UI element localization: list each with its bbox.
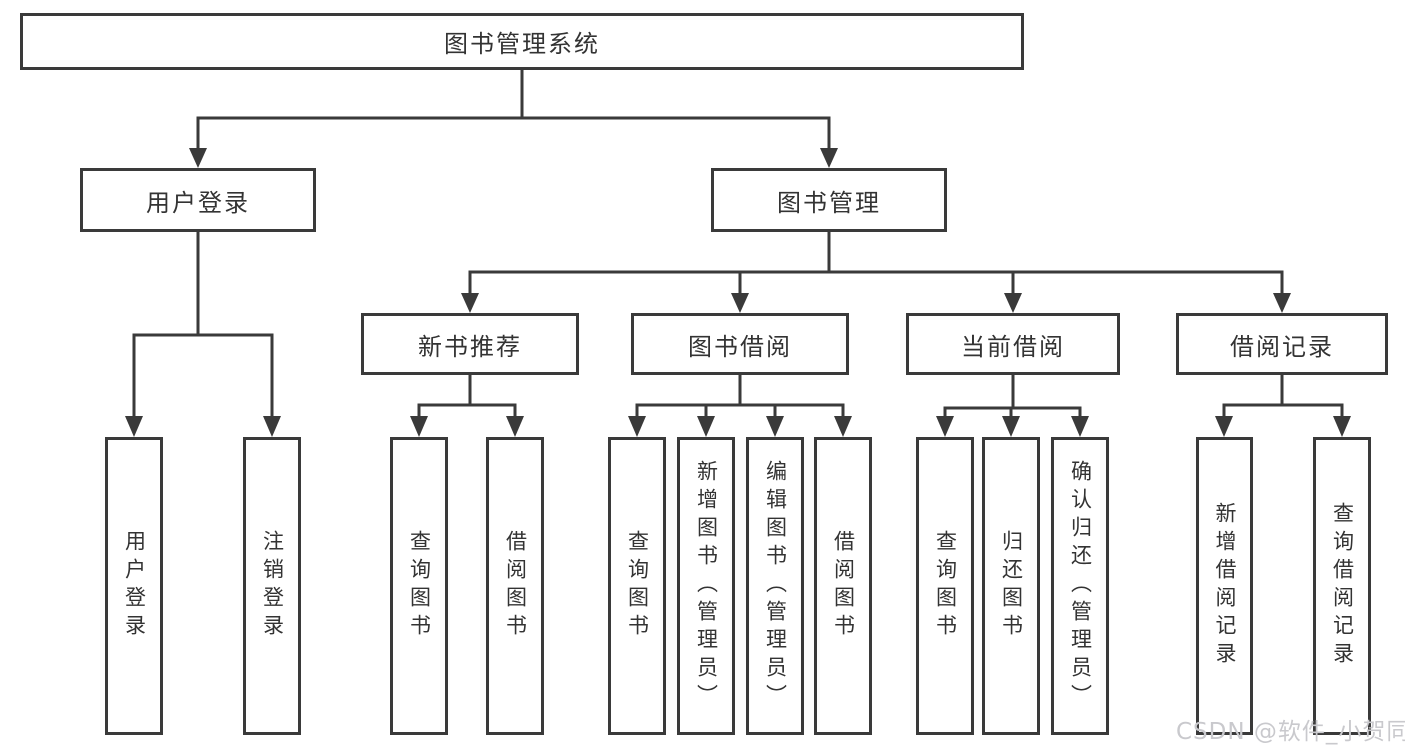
node-book-borrow: 图书借阅 [631, 313, 849, 375]
leaf-user-login-label: 用户登录 [122, 530, 147, 642]
leaf-edit-books-admin: 编辑图书（管理员） [746, 437, 804, 735]
leaf-logout: 注销登录 [243, 437, 301, 735]
leaf-query-books-recommend-label: 查询图书 [407, 530, 432, 642]
node-book-borrow-label: 图书借阅 [688, 332, 792, 361]
leaf-query-books-current-label: 查询图书 [933, 530, 958, 642]
leaf-user-login: 用户登录 [105, 437, 163, 735]
leaf-query-books-recommend: 查询图书 [390, 437, 448, 735]
leaf-add-borrow-record-label: 新增借阅记录 [1213, 502, 1237, 670]
node-new-book-recommend-label: 新书推荐 [418, 332, 522, 361]
node-user-login-label: 用户登录 [146, 188, 250, 217]
leaf-return-books-label: 归还图书 [999, 530, 1024, 642]
leaf-add-borrow-record: 新增借阅记录 [1196, 437, 1253, 735]
leaf-confirm-return-admin-label: 确认归还（管理员） [1068, 460, 1093, 712]
node-new-book-recommend: 新书推荐 [361, 313, 579, 375]
leaf-confirm-return-admin: 确认归还（管理员） [1051, 437, 1109, 735]
node-borrow-records: 借阅记录 [1176, 313, 1388, 375]
leaf-query-books-current: 查询图书 [916, 437, 974, 735]
node-book-management: 图书管理 [711, 168, 947, 232]
node-root-system: 图书管理系统 [20, 13, 1024, 70]
node-root-label: 图书管理系统 [444, 30, 600, 58]
arrowhead-icons [125, 148, 1351, 437]
node-user-login: 用户登录 [80, 168, 316, 232]
node-borrow-records-label: 借阅记录 [1230, 332, 1334, 361]
leaf-borrow-books-recommend: 借阅图书 [486, 437, 544, 735]
leaf-query-borrow-record: 查询借阅记录 [1313, 437, 1371, 735]
leaf-add-books-admin: 新增图书（管理员） [677, 437, 735, 735]
leaf-logout-label: 注销登录 [260, 530, 285, 642]
leaf-borrow-books-recommend-label: 借阅图书 [503, 530, 528, 642]
leaf-add-books-admin-label: 新增图书（管理员） [694, 460, 719, 712]
leaf-borrow-books-label: 借阅图书 [831, 530, 856, 642]
leaf-return-books: 归还图书 [982, 437, 1040, 735]
leaf-query-borrow-record-label: 查询借阅记录 [1330, 502, 1355, 670]
node-current-borrow-label: 当前借阅 [961, 332, 1065, 361]
csdn-watermark: CSDN @软件_小贺同学 [1176, 719, 1405, 745]
node-current-borrow: 当前借阅 [906, 313, 1120, 375]
leaf-borrow-books: 借阅图书 [814, 437, 872, 735]
node-book-management-label: 图书管理 [777, 188, 881, 217]
leaf-query-books-borrow: 查询图书 [608, 437, 666, 735]
leaf-edit-books-admin-label: 编辑图书（管理员） [763, 460, 788, 712]
leaf-query-books-borrow-label: 查询图书 [625, 530, 650, 642]
